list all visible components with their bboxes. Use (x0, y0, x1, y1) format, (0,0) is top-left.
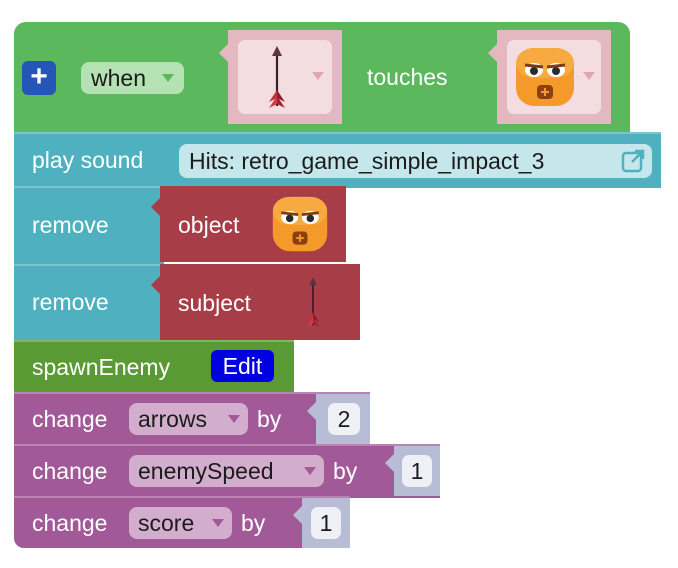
slot-notch (151, 198, 160, 216)
slot-notch (151, 276, 160, 294)
slot-notch (307, 402, 316, 420)
subject-sprite-slot[interactable] (219, 30, 342, 124)
change-label: change (32, 458, 108, 484)
when-dropdown[interactable]: when (81, 62, 184, 94)
variable-name: arrows (138, 406, 208, 432)
chevron-down-icon (583, 72, 595, 80)
variable-dropdown-enemy-speed[interactable]: enemySpeed (129, 455, 324, 487)
amount-slot[interactable]: 1 (293, 498, 350, 548)
by-label: by (257, 406, 282, 432)
subject-label: subject (178, 290, 251, 316)
arrow-sprite-icon (306, 277, 320, 327)
object-sprite-slot[interactable] (488, 30, 611, 124)
slot-notch (219, 44, 228, 62)
touches-label: touches (367, 64, 448, 90)
plus-icon[interactable]: + (22, 61, 56, 95)
when-label: when (91, 65, 146, 91)
variable-dropdown-score[interactable]: score (129, 507, 232, 539)
change-label: change (32, 406, 108, 432)
chevron-down-icon (162, 74, 174, 82)
external-link-icon[interactable] (621, 149, 645, 173)
enemy-face-icon (516, 48, 574, 106)
object-label: object (178, 212, 240, 238)
slot-notch (385, 454, 394, 472)
variable-name: enemySpeed (138, 458, 274, 484)
amount-input[interactable]: 1 (311, 507, 341, 539)
enemy-face-icon (272, 196, 328, 252)
amount-slot[interactable]: 1 (385, 446, 440, 496)
chevron-down-icon (228, 415, 240, 423)
change-label: change (32, 510, 108, 536)
by-label: by (333, 458, 358, 484)
chevron-down-icon (212, 519, 224, 527)
slot-notch (488, 44, 497, 62)
sound-name: Hits: retro_game_simple_impact_3 (189, 148, 545, 174)
remove-object-block[interactable] (14, 186, 164, 264)
remove-object-label: remove (32, 212, 109, 238)
spawn-enemy-label: spawnEnemy (32, 354, 171, 380)
object-reporter[interactable]: object (151, 186, 346, 262)
object-sprite-dropdown[interactable] (507, 40, 601, 114)
spawn-enemy-block[interactable] (14, 340, 294, 392)
chevron-down-icon (304, 467, 316, 475)
remove-subject-label: remove (32, 289, 109, 315)
amount-slot[interactable]: 2 (307, 394, 370, 444)
amount-input[interactable]: 2 (328, 403, 360, 435)
remove-subject-block[interactable] (14, 264, 164, 342)
arrow-sprite-icon (269, 46, 285, 108)
variable-name: score (138, 510, 195, 536)
subject-sprite-dropdown[interactable] (238, 40, 332, 114)
variable-dropdown-arrows[interactable]: arrows (129, 403, 248, 435)
chevron-down-icon (312, 72, 324, 80)
edit-procedure-button[interactable]: Edit (211, 350, 274, 382)
subject-reporter[interactable]: subject (151, 264, 360, 340)
sound-picker[interactable]: Hits: retro_game_simple_impact_3 (179, 144, 652, 178)
play-sound-label: play sound (32, 147, 144, 173)
slot-notch (293, 506, 302, 524)
by-label: by (241, 510, 266, 536)
amount-input[interactable]: 1 (402, 455, 432, 487)
